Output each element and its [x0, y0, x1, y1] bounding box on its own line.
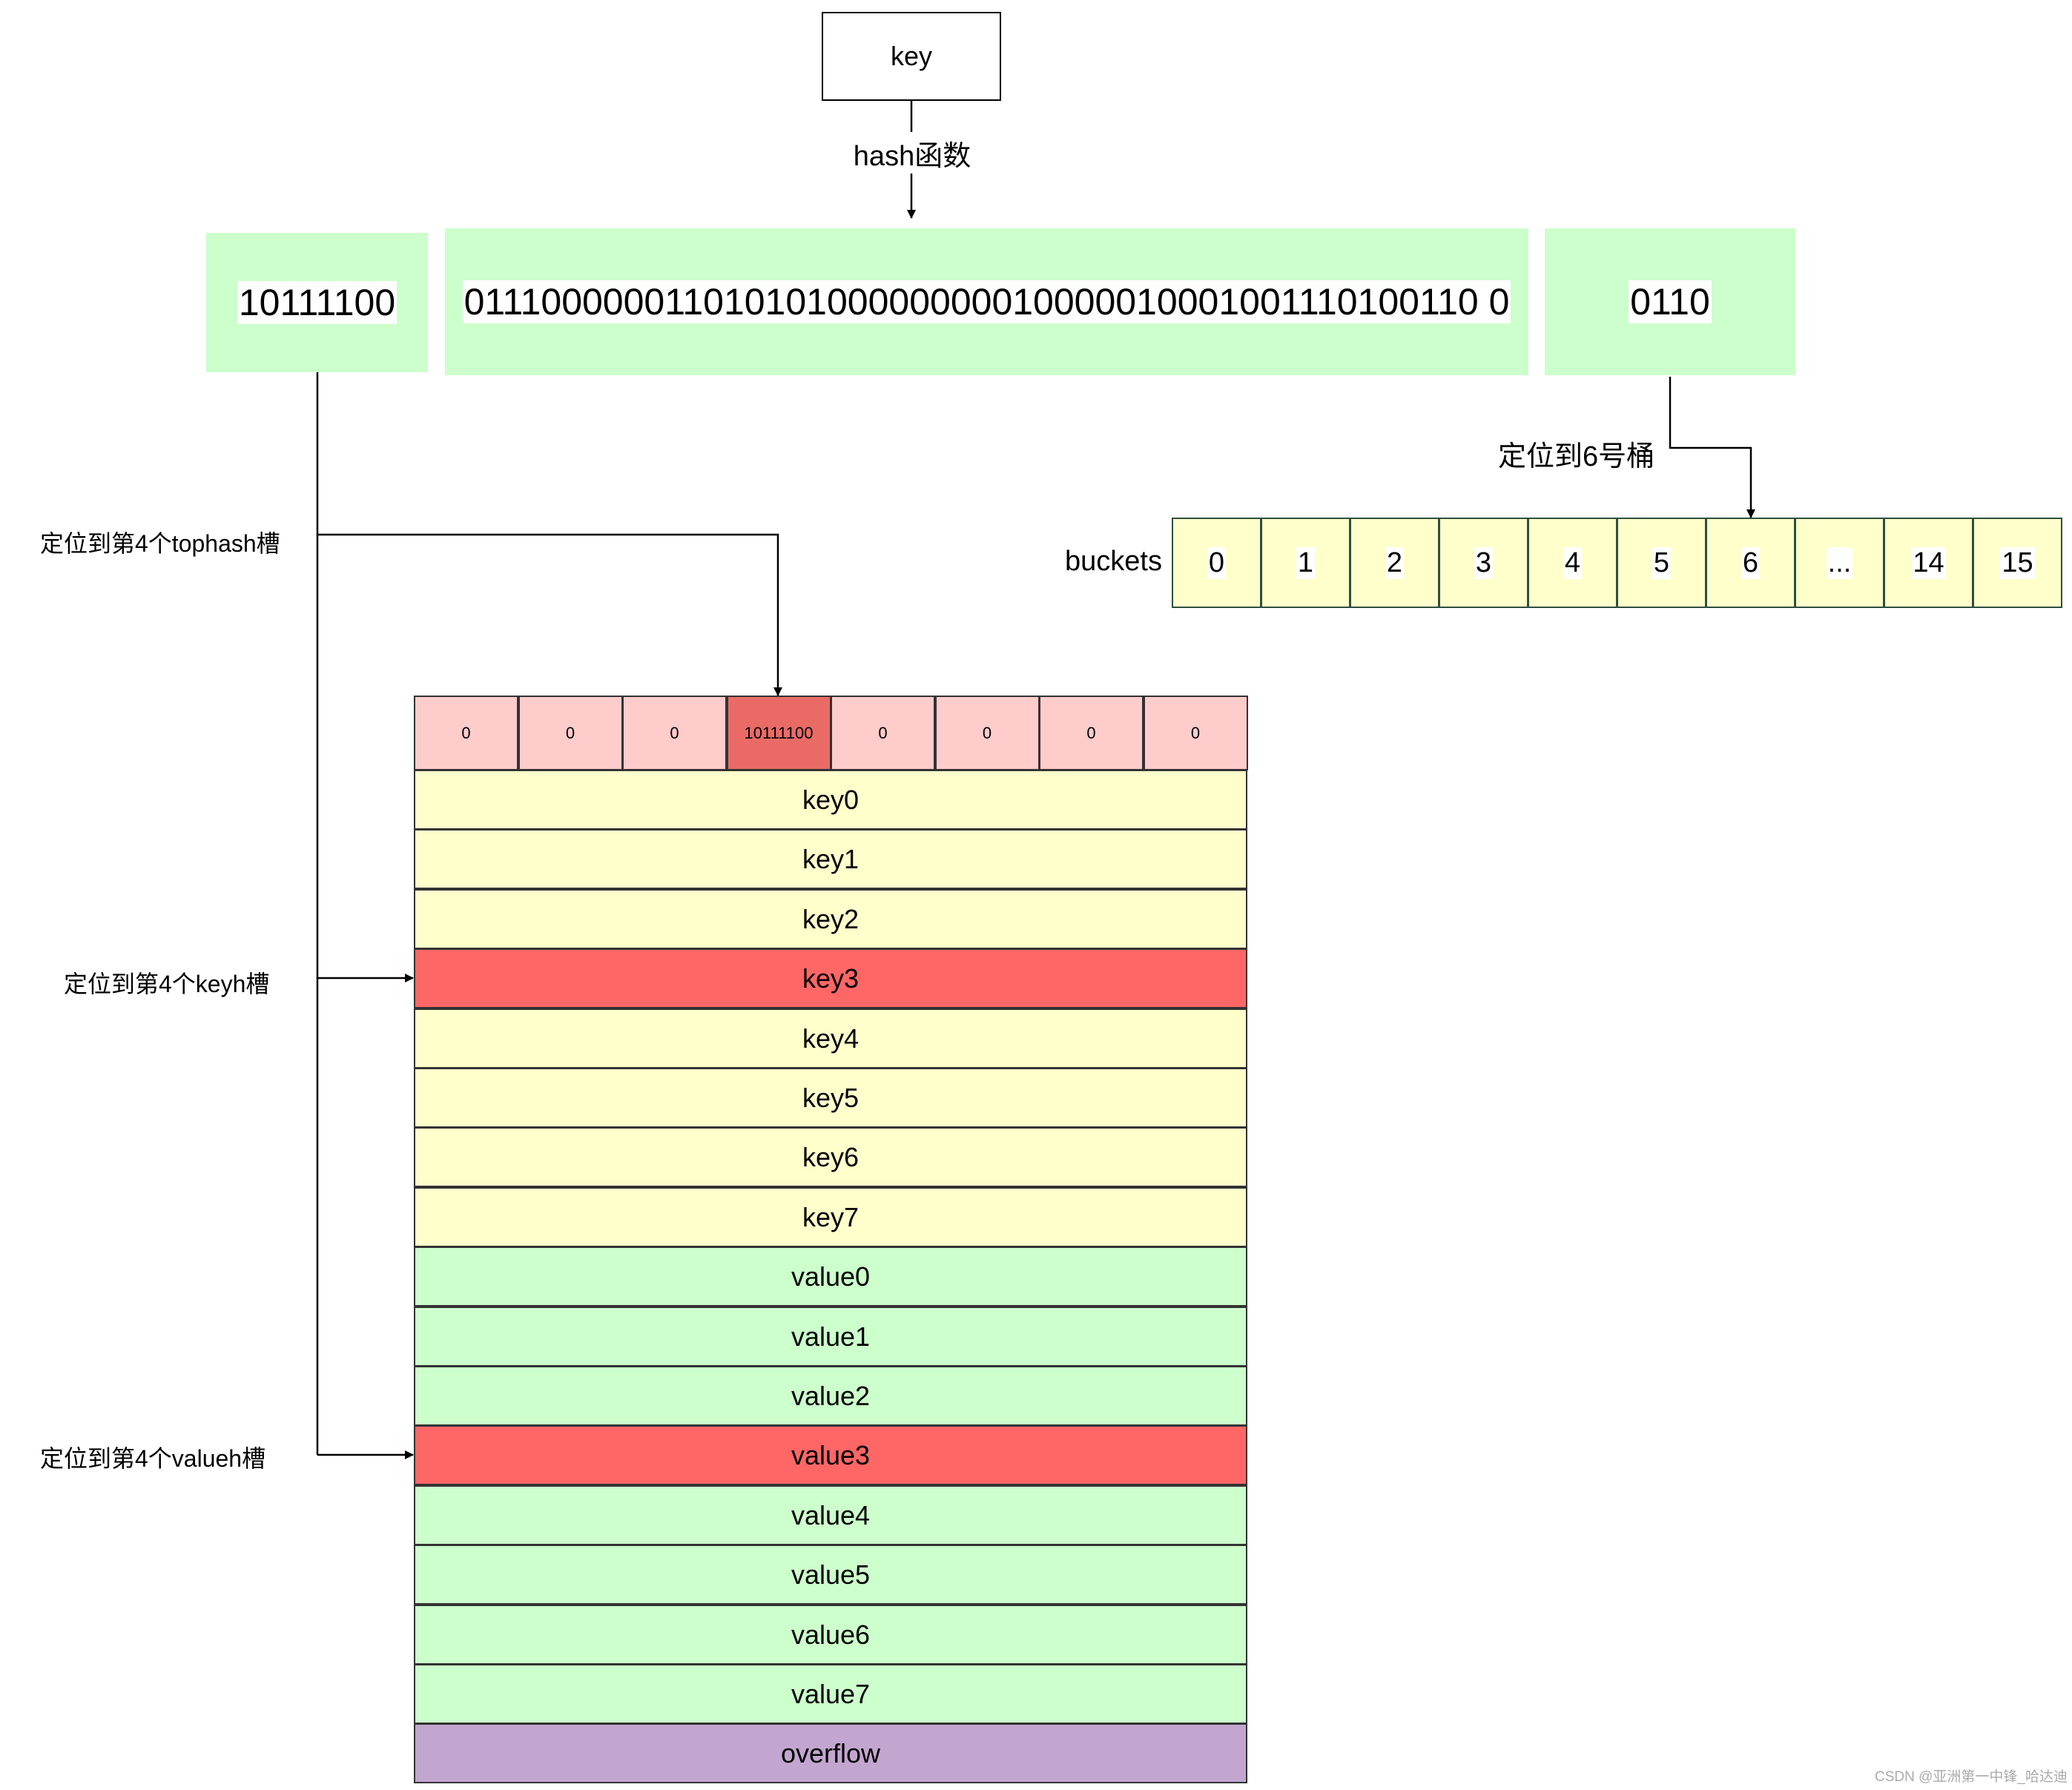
bucket-index: 4 [1563, 546, 1583, 579]
bucket-index: 2 [1385, 546, 1405, 579]
value-slot: value2 [414, 1366, 1247, 1426]
tophash-annotation: 定位到第4个tophash槽 [40, 530, 280, 557]
low-bits-to-bucket-line [1669, 377, 1755, 518]
bucket-index: 0 [1207, 546, 1227, 579]
tophash-cell: 0 [622, 696, 727, 770]
low-bits-box: 0110 [1545, 228, 1795, 375]
middle-bits-box: 0111000000110101010000000001000001000100… [445, 228, 1528, 375]
bucket-annotation: 定位到6号桶 [1498, 441, 1655, 472]
tophash-cell: 0 [934, 696, 1040, 770]
top-bits-box: 10111100 [206, 233, 428, 372]
tophash-pointer-line [317, 533, 782, 696]
key-annotation: 定位到第4个keyh槽 [64, 971, 270, 997]
tophash-cell: 0 [518, 696, 623, 770]
low-bits-text: 0110 [1629, 280, 1712, 323]
value-slot: value3 [414, 1425, 1247, 1485]
tophash-cell: 0 [1143, 696, 1248, 770]
bucket-cell: ... [1795, 518, 1884, 608]
top-bits-text: 10111100 [237, 281, 397, 324]
bucket-index: 5 [1652, 546, 1672, 579]
tophash-cell: 0 [414, 696, 518, 770]
bucket-cell: 6 [1706, 518, 1795, 608]
value-slot: value5 [414, 1545, 1247, 1605]
value-slot: value6 [414, 1605, 1247, 1665]
key-slot: key5 [414, 1068, 1247, 1128]
key-slot: key2 [414, 889, 1247, 949]
bucket-cell: 14 [1884, 518, 1973, 608]
bucket-cell: 15 [1973, 518, 2062, 608]
key-slot: key4 [414, 1008, 1247, 1069]
bucket-index: 1 [1296, 546, 1316, 579]
value-slot: value7 [414, 1664, 1247, 1724]
tophash-cell: 0 [1039, 696, 1144, 770]
buckets-label: buckets [1065, 546, 1162, 577]
middle-bits-text: 0111000000110101010000000001000001000100… [462, 280, 1511, 323]
bucket-cell: 1 [1261, 518, 1350, 608]
bucket-index: 14 [1911, 546, 1946, 579]
bucket-index: 15 [2000, 546, 2035, 579]
value-annotation: 定位到第4个valueh槽 [40, 1445, 266, 1472]
bucket-cell: 4 [1528, 518, 1617, 608]
value-slot: value1 [414, 1307, 1247, 1367]
overflow-slot: overflow [414, 1723, 1247, 1783]
key-slot: key0 [414, 770, 1247, 830]
key-box: key [822, 12, 1001, 101]
watermark: CSDN @亚洲第一中锋_哈达迪 [1875, 1769, 2068, 1785]
bucket-cell: 0 [1172, 518, 1261, 608]
tophash-cell: 10111100 [726, 696, 831, 770]
key-slot: key3 [414, 948, 1247, 1008]
bucket-index: ... [1826, 546, 1853, 579]
value-slot: value4 [414, 1485, 1247, 1545]
tophash-cell: 0 [831, 696, 935, 770]
bucket-cell: 3 [1439, 518, 1528, 608]
bucket-cell: 5 [1617, 518, 1706, 608]
key-slot: key6 [414, 1127, 1247, 1187]
value-slot: value0 [414, 1246, 1247, 1307]
key-slot: key1 [414, 829, 1247, 889]
bucket-cell: 2 [1350, 518, 1439, 608]
hash-function-label: hash函数 [845, 132, 979, 174]
bucket-index: 3 [1474, 546, 1494, 579]
bucket-index: 6 [1741, 546, 1761, 579]
key-slot: key7 [414, 1187, 1247, 1247]
